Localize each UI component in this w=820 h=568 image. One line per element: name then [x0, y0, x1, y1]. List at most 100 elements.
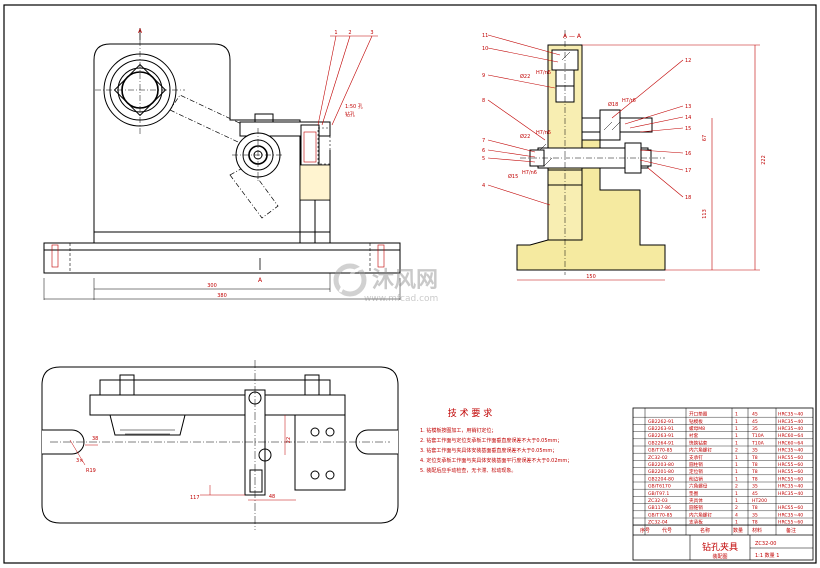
callout-4: 4 — [482, 183, 485, 189]
bom-cell-name: 内六角螺钉 — [689, 511, 712, 518]
bom-cell-note: HRC35~40 — [778, 426, 803, 432]
plan-view — [41, 360, 399, 530]
bom-cell-name: 衬套 — [689, 432, 699, 439]
bom-cell-qty: 1 — [735, 419, 738, 425]
bom-cell-mat: T8 — [751, 462, 758, 468]
bom-cell-note: HRC35~40 — [778, 412, 803, 418]
callout-17: 17 — [685, 168, 691, 174]
watermark-url: www.mfcad.com — [364, 294, 438, 304]
bom-cell-code: GB2263-91 — [648, 433, 674, 439]
bom-h-no: 序号 — [640, 527, 650, 534]
dim-22b: Ø22 — [520, 133, 530, 140]
fit-4: H7/r6 — [622, 98, 636, 104]
bom-cell-code: GB2201-80 — [648, 469, 674, 475]
bom-cell-code: GB2203-80 — [648, 462, 674, 468]
callout-18: 18 — [685, 195, 691, 201]
bom-cell-qty: 1 — [735, 462, 738, 468]
bom-cell-mat: 35 — [752, 484, 758, 490]
bom-cell-qty: 4 — [735, 512, 738, 518]
bom-cell-code: GB2262-91 — [648, 419, 674, 425]
bom-cell-name: 六角螺母 — [689, 483, 708, 490]
side-view — [487, 30, 760, 281]
bom-cell-name: 垫圈 — [689, 490, 699, 497]
callout-3: 3 — [370, 30, 373, 36]
front-note-scale: 1:50 孔 — [345, 103, 363, 110]
bom-cell-name: 内六角螺钉 — [689, 447, 712, 454]
front-view — [43, 28, 401, 300]
bom-h-code: 代号 — [662, 527, 672, 534]
tech-list: 1. 钻模板按图加工，用销钉定位； 2. 钻套工作面与定位支承板工作面垂直度误差… — [420, 427, 572, 474]
bom-cell-mat: T8 — [751, 520, 758, 526]
bom-cell-note: HRC35~40 — [778, 448, 803, 454]
dim-113: 113 — [702, 209, 708, 219]
bom-cell-mat: 45 — [752, 419, 758, 425]
callout-6: 6 — [482, 148, 485, 154]
bom-h-name: 名称 — [700, 527, 710, 534]
bom-cell-mat: 45 — [752, 412, 758, 418]
watermark: 沐风网 www.mfcad.com — [333, 263, 438, 304]
bom-cell-note: HRC60~64 — [778, 433, 803, 439]
bom-cell-note: HRC55~60 — [778, 476, 803, 482]
dim-38: 38 — [92, 436, 98, 442]
callout-14: 14 — [685, 115, 691, 121]
bom-cell-note: HRC55~60 — [778, 520, 803, 526]
watermark-brand: 沐风网 — [372, 268, 438, 293]
bom-cell-note: HRC55~60 — [778, 462, 803, 468]
drawing-scale: 1:1 数量 1 — [755, 552, 779, 559]
callout-11: 11 — [482, 33, 488, 39]
dim-67: 67 — [702, 135, 708, 141]
callout-15: 15 — [685, 126, 691, 132]
bom-cell-name: 定位销 — [689, 468, 703, 475]
bom-cell-note: HRC55~60 — [778, 469, 803, 475]
drawing-subtitle: 装配图 — [712, 553, 727, 560]
bom-cell-name: 圆柱销 — [689, 461, 703, 468]
bom-cell-code: ZC32-03 — [648, 498, 668, 504]
bom-cell-qty: 1 — [735, 433, 738, 439]
bom-cell-qty: 2 — [735, 484, 738, 490]
bom-cell-mat: T8 — [751, 505, 758, 511]
side-callouts-right: 12 13 14 15 16 17 18 — [685, 58, 691, 201]
dim-48: 48 — [269, 494, 275, 500]
bom-cell-mat: T8 — [751, 469, 758, 475]
bom-cell-qty: 1 — [735, 498, 738, 504]
fit-3: H7/n6 — [522, 170, 537, 176]
bom-cell-qty: 1 — [735, 491, 738, 497]
bom-cell-name: 支承钉 — [689, 454, 703, 461]
bom-cell-qty: 1 — [735, 440, 738, 446]
callout-10: 10 — [482, 46, 488, 52]
dim-22: 22 — [286, 437, 292, 443]
front-note-sub: 钻孔 — [345, 111, 355, 118]
tech-title: 技 术 要 求 — [448, 407, 493, 419]
dim-15: Ø15 — [508, 173, 518, 180]
side-callouts-left: 11 10 9 8 7 6 5 4 — [482, 33, 488, 189]
dim-222: 222 — [761, 155, 767, 165]
bom-cell-name: 螺母M8 — [689, 425, 705, 432]
bom-cell-mat: 35 — [752, 426, 758, 432]
bom-cell-code: ZC32-02 — [648, 455, 668, 461]
section-mark-bottom: A — [258, 277, 263, 284]
side-fits: Ø22 H7/n6 Ø22 H7/n6 Ø15 H7/n6 Ø18 H7/r6 — [508, 70, 636, 180]
tech-item-4: 4. 定位支承板工作面与夹具体安装基面平行度误差不大于0.02mm； — [420, 457, 572, 464]
bom-cell-name: 支承板 — [689, 519, 703, 526]
bom-cell-mat: T10A — [751, 440, 765, 446]
callout-5: 5 — [482, 156, 485, 162]
bom-cell-mat: HT200 — [752, 498, 767, 504]
bom-cell-note: HRC35~40 — [778, 484, 803, 490]
callout-12: 12 — [685, 58, 691, 64]
bom-cell-mat: T8 — [751, 476, 758, 482]
bom-cell-code: GB2263-91 — [648, 426, 674, 432]
sheet-border — [3, 4, 817, 564]
fit-1: H7/n6 — [536, 70, 551, 76]
dim-r19: R19 — [86, 468, 96, 474]
bom-h-qty: 数量 — [733, 527, 743, 534]
callout-8: 8 — [482, 98, 485, 104]
bom-cell-name: 圆锥销 — [689, 504, 703, 511]
bom-header: 序号 代号 名称 数量 材料 备注 — [640, 527, 796, 534]
